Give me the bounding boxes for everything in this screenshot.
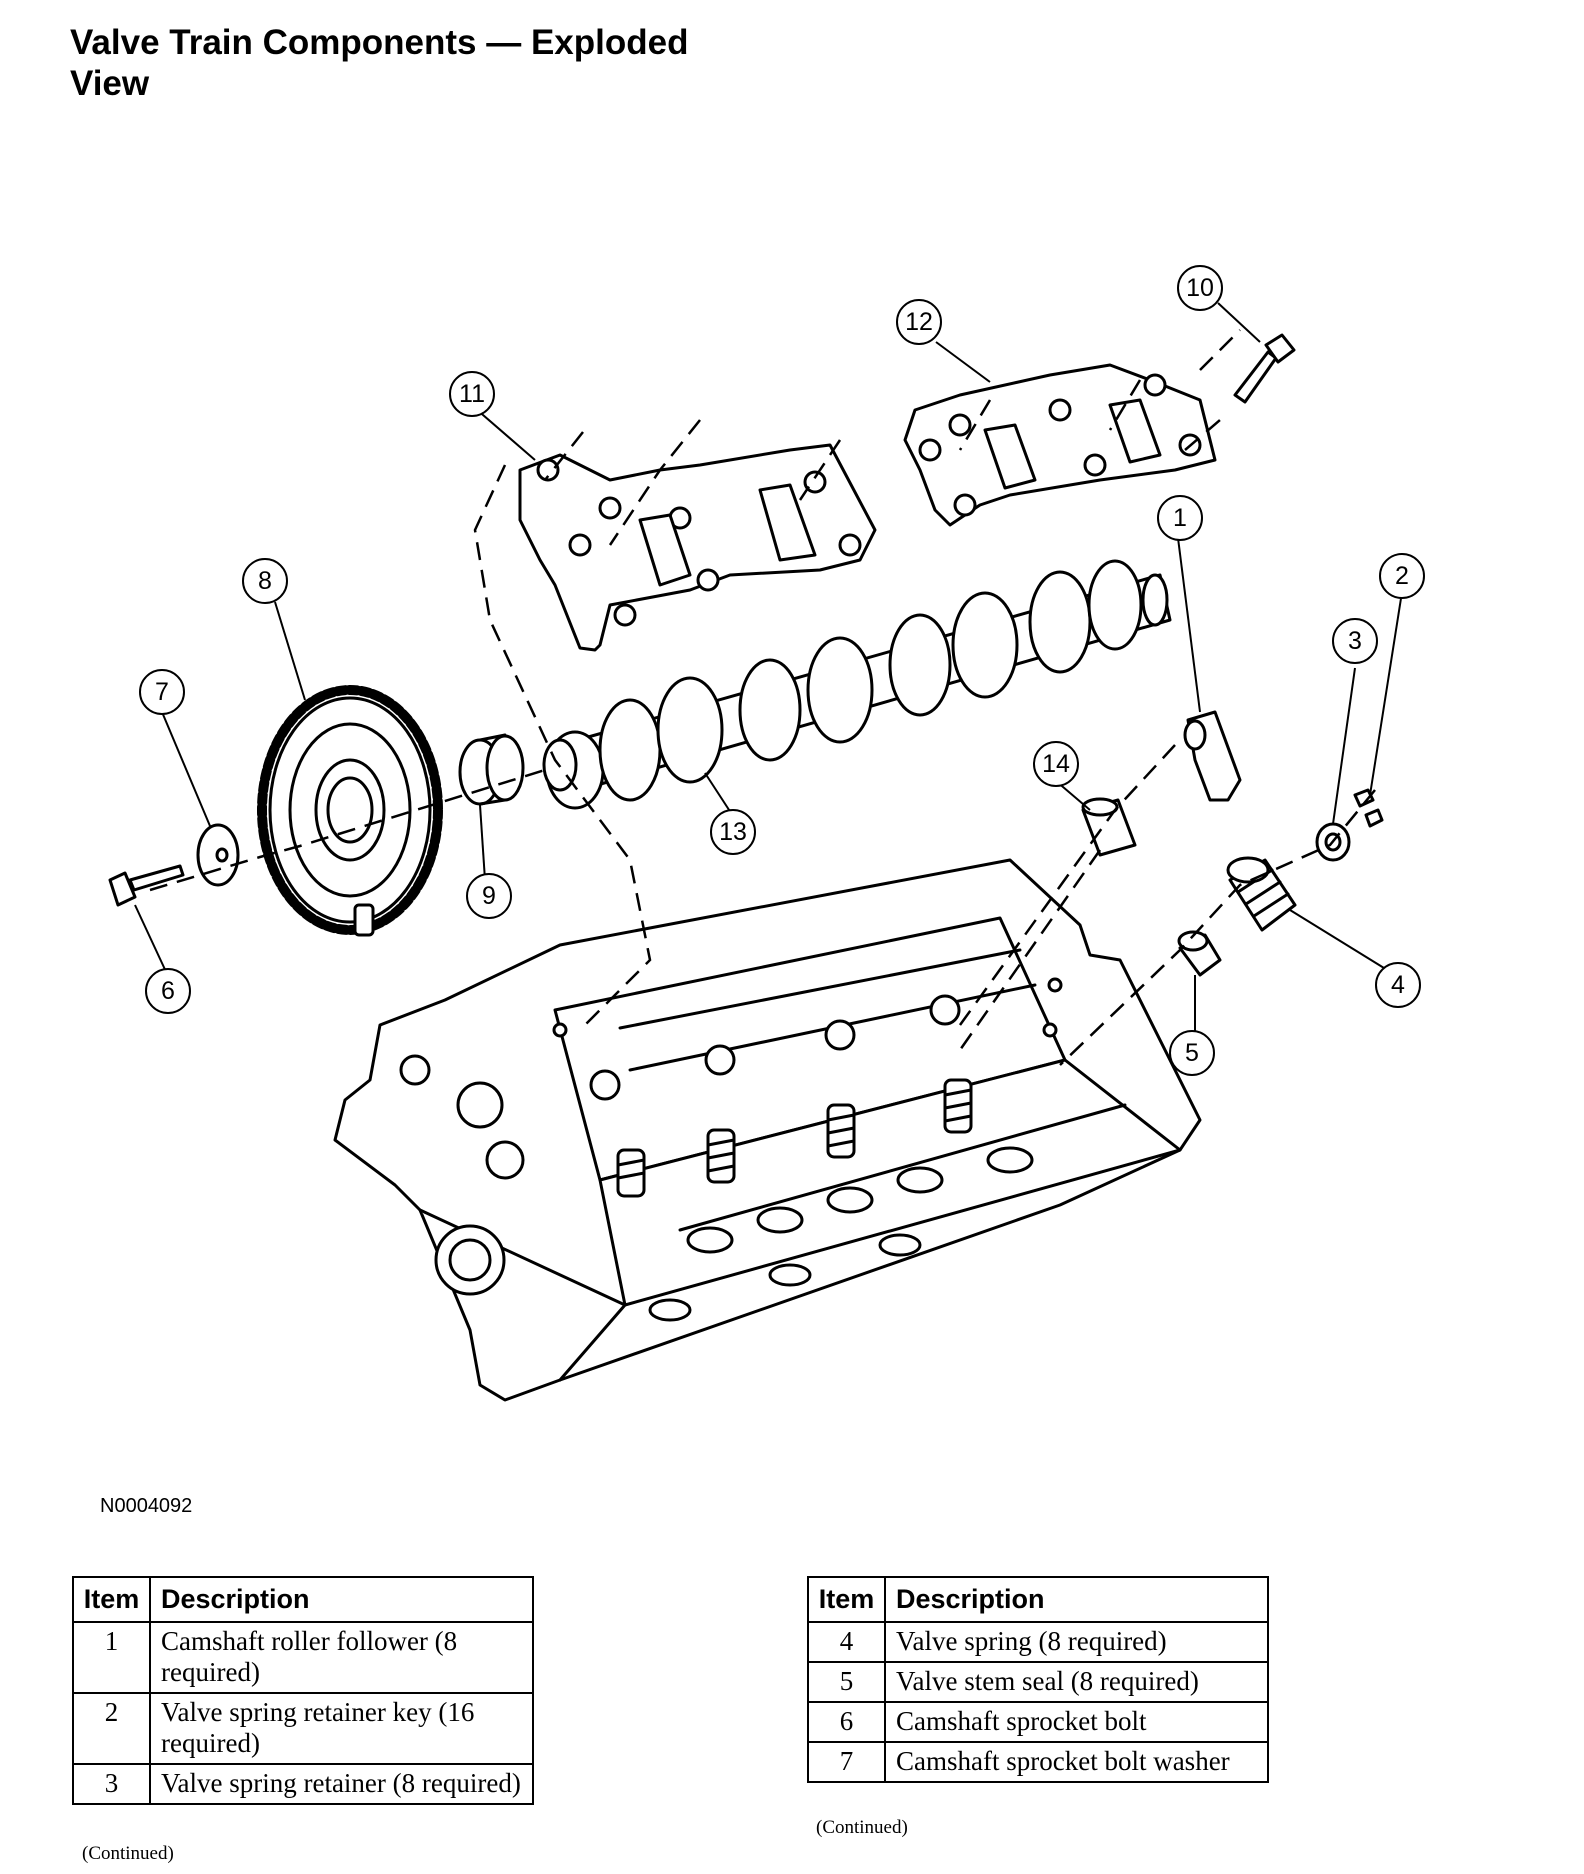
roller-follower xyxy=(1183,710,1242,802)
item-number: 5 xyxy=(807,1661,886,1703)
item-number: 2 xyxy=(72,1692,151,1765)
callout-7: 7 xyxy=(155,678,169,706)
callout-10: 10 xyxy=(1186,274,1214,302)
item-description: Valve stem seal (8 required) xyxy=(884,1661,1269,1703)
camshaft-bearing-cap-11 xyxy=(518,443,877,652)
callout-12: 12 xyxy=(905,308,933,336)
table-row: 2 Valve spring retainer key (16 required… xyxy=(72,1692,534,1765)
callout-8: 8 xyxy=(258,567,272,595)
callout-3: 3 xyxy=(1348,627,1362,655)
column-header-item: Item xyxy=(72,1576,151,1623)
item-description: Valve spring retainer key (16 required) xyxy=(149,1692,534,1765)
item-description: Valve spring retainer (8 required) xyxy=(149,1763,534,1805)
callout-6: 6 xyxy=(161,977,175,1005)
table-row: 7 Camshaft sprocket bolt washer xyxy=(807,1741,1269,1783)
table-row: 1 Camshaft roller follower (8 required) xyxy=(72,1621,534,1694)
table-row: 5 Valve stem seal (8 required) xyxy=(807,1661,1269,1703)
item-description: Camshaft roller follower (8 required) xyxy=(149,1621,534,1694)
callout-13: 13 xyxy=(719,818,747,846)
column-header-description: Description xyxy=(149,1576,534,1623)
camshaft-sprocket xyxy=(257,685,443,937)
continued-note-left: (Continued) xyxy=(82,1843,174,1864)
table-header-row: Item Description xyxy=(807,1576,1269,1623)
callout-1: 1 xyxy=(1173,504,1187,532)
valve-stem-seal xyxy=(1177,930,1222,977)
callout-9: 9 xyxy=(482,882,496,910)
valve-spring xyxy=(1226,856,1297,932)
page-title: Valve Train Components — Exploded View xyxy=(70,22,830,104)
item-table-left: Item Description 1 Camshaft roller follo… xyxy=(72,1576,534,1805)
item-number: 7 xyxy=(807,1741,886,1783)
camshaft xyxy=(542,559,1172,810)
callout-11: 11 xyxy=(459,380,485,408)
camshaft-sprocket-bolt xyxy=(108,864,185,907)
figure-code: N0004092 xyxy=(100,1495,193,1517)
item-number: 4 xyxy=(807,1621,886,1663)
spacer-ring xyxy=(458,733,525,806)
column-header-description: Description xyxy=(884,1576,1269,1623)
callout-4: 4 xyxy=(1391,971,1405,999)
table-row: 6 Camshaft sprocket bolt xyxy=(807,1701,1269,1743)
table-row: 4 Valve spring (8 required) xyxy=(807,1621,1269,1663)
item-number: 3 xyxy=(72,1763,151,1805)
item-number: 1 xyxy=(72,1621,151,1694)
title-line-2: View xyxy=(70,64,150,103)
cylinder-head xyxy=(333,858,1202,1402)
title-line-1: Valve Train Components — Exploded xyxy=(70,23,689,62)
camshaft-bearing-cap-12 xyxy=(903,363,1217,527)
item-description: Valve spring (8 required) xyxy=(884,1621,1269,1663)
table-header-row: Item Description xyxy=(72,1576,534,1623)
valve-spring-retainer-keys xyxy=(1353,788,1384,828)
sprocket-bolt-washer xyxy=(196,823,240,887)
item-number: 6 xyxy=(807,1701,886,1743)
callout-2: 2 xyxy=(1395,562,1409,590)
column-header-item: Item xyxy=(807,1576,886,1623)
callout-5: 5 xyxy=(1185,1039,1199,1067)
item-table-right: Item Description 4 Valve spring (8 requi… xyxy=(807,1576,1269,1783)
continued-note-right: (Continued) xyxy=(816,1817,908,1838)
table-row: 3 Valve spring retainer (8 required) xyxy=(72,1763,534,1805)
item-description: Camshaft sprocket bolt xyxy=(884,1701,1269,1743)
callout-14: 14 xyxy=(1042,750,1070,778)
bearing-cap-bolt xyxy=(1233,333,1296,404)
exploded-view-diagram: 1 2 3 4 5 6 7 8 9 10 11 12 13 14 xyxy=(108,265,1425,1402)
lash-adjuster xyxy=(1081,797,1137,857)
item-description: Camshaft sprocket bolt washer xyxy=(884,1741,1269,1783)
